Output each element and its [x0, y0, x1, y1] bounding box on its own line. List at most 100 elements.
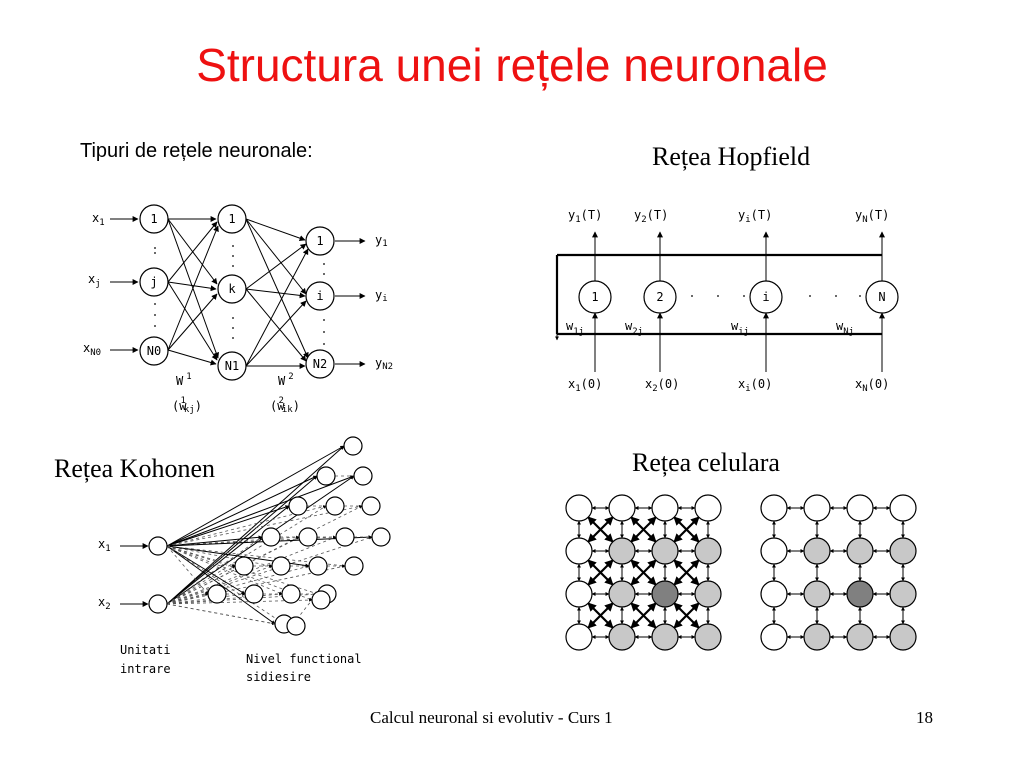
hopfield-input-i: xi(0) — [738, 377, 772, 394]
ff-l2-node-k: k — [217, 274, 247, 304]
kohonen-input-label-1: Unitati — [120, 643, 171, 657]
cell-node — [694, 623, 722, 651]
ff-input-xj: xj — [88, 272, 101, 289]
cell-node — [889, 580, 917, 608]
kohonen-output-node — [311, 590, 331, 610]
kohonen-output-label-2: sidiesire — [246, 670, 311, 684]
hopfield-weight-nj: wNj — [836, 319, 854, 337]
cell-node — [565, 537, 593, 565]
kohonen-output-node — [343, 436, 363, 456]
cell-node — [846, 494, 874, 522]
hopfield-node-n: N — [865, 280, 899, 314]
svg-text:N1: N1 — [225, 359, 239, 373]
svg-text:i: i — [762, 290, 769, 304]
cell-node — [846, 537, 874, 565]
hopfield-connections — [555, 231, 885, 372]
cell-node — [889, 623, 917, 651]
cell-node — [760, 580, 788, 608]
svg-text:N0: N0 — [147, 344, 161, 358]
kohonen-connection — [166, 545, 283, 595]
kohonen-output-node — [335, 527, 355, 547]
celular-title: Rețea celulara — [632, 448, 780, 477]
kohonen-output-node — [371, 527, 391, 547]
ff-connections — [110, 216, 366, 369]
kohonen-output-node — [281, 584, 301, 604]
cell-link-d — [673, 559, 700, 586]
cell-node — [565, 494, 593, 522]
hopfield-node-2: 2 — [643, 280, 677, 314]
cell-node — [889, 537, 917, 565]
cell-link-d — [673, 516, 700, 543]
kohonen-connections — [166, 445, 373, 628]
cell-link-d — [587, 602, 614, 629]
kohonen-output-node — [234, 556, 254, 576]
svg-text:1: 1 — [316, 234, 323, 248]
kohonen-connection — [166, 505, 290, 547]
cell-link-d — [587, 516, 614, 543]
ff-output-yn2: yN2 — [375, 356, 393, 372]
kohonen-output-node — [325, 496, 345, 516]
hopfield-input-1: x1(0) — [568, 377, 602, 394]
kohonen-connection — [166, 445, 345, 605]
kohonen-connection — [166, 545, 288, 627]
kohonen-connection — [166, 475, 318, 547]
kohonen-output-label-1: Nivel functional — [246, 652, 362, 666]
cell-link-d — [673, 602, 700, 629]
kohonen-connection — [166, 565, 236, 605]
ff-l3-node-1: 1 — [305, 226, 335, 256]
kohonen-input-node-2 — [148, 594, 168, 614]
footer-course: Calcul neuronal si evolutiv - Curs 1 — [370, 708, 613, 727]
subtitle: Tipuri de rețele neuronale: — [80, 140, 313, 162]
kohonen-output-node — [353, 466, 373, 486]
hopfield-output-2: y2(T) — [634, 208, 668, 225]
cell-node — [760, 623, 788, 651]
ff-dots — [154, 245, 325, 345]
kohonen-input-node-1 — [148, 536, 168, 556]
kohonen-connection — [166, 545, 209, 595]
kohonen-output-node — [271, 556, 291, 576]
kohonen-connection — [166, 603, 288, 628]
kohonen-connection — [166, 445, 345, 547]
kohonen-connection — [166, 475, 318, 605]
feedforward-network: x1 xj xN0 1 j N0 1 k N1 1 i N2 y1 yi yN2… — [83, 204, 393, 415]
hopfield-node-i: i — [749, 280, 783, 314]
page-number: 18 — [916, 708, 933, 727]
hopfield-weight-1j: w1j — [566, 319, 584, 337]
cell-node — [846, 580, 874, 608]
hopfield-output-i: yi(T) — [738, 208, 772, 225]
hopfield-title: Rețea Hopfield — [652, 142, 811, 171]
cell-link-d — [630, 559, 657, 586]
kohonen-lattice-link — [292, 599, 313, 625]
svg-text:j: j — [150, 275, 157, 289]
cell-node — [608, 494, 636, 522]
hopfield-dots — [691, 295, 861, 297]
cellular-network-left — [565, 494, 722, 651]
kohonen-output-node — [261, 527, 281, 547]
cell-node — [803, 580, 831, 608]
kohonen-output-node — [308, 556, 328, 576]
cell-link-d — [630, 516, 657, 543]
ff-output-yi: yi — [375, 288, 388, 304]
kohonen-connection — [166, 545, 276, 625]
slide-title: Structura unei rețele neuronale — [196, 39, 828, 91]
kohonen-connection — [166, 592, 246, 605]
hopfield-weight-2j: w2j — [625, 319, 643, 337]
cell-node — [651, 494, 679, 522]
cell-node — [565, 580, 593, 608]
ff-l2-node-n1: N1 — [217, 351, 247, 381]
ff-input-x1: x1 — [92, 211, 105, 228]
ff-l2-node-1: 1 — [217, 204, 247, 234]
cell-node — [565, 623, 593, 651]
svg-text:N: N — [878, 290, 885, 304]
kohonen-network: x1 x2 Unitati intrare Nivel functional s… — [98, 436, 391, 684]
cell-node — [803, 537, 831, 565]
svg-text:k: k — [228, 282, 236, 296]
kohonen-connection — [166, 545, 236, 567]
kohonen-output-node — [286, 616, 306, 636]
ff-l1-node-n0: N0 — [139, 336, 169, 366]
svg-text:1: 1 — [150, 212, 157, 226]
kohonen-connection — [166, 535, 263, 547]
